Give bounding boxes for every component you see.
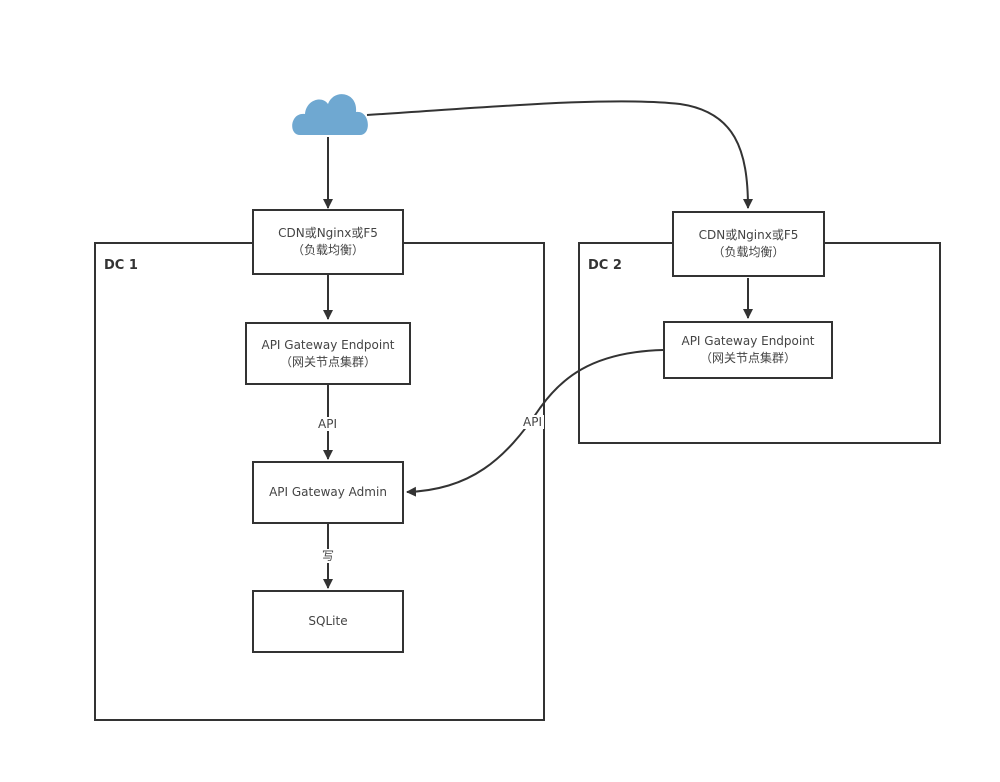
node-title: API Gateway Admin — [269, 485, 387, 499]
dc1-label: DC 1 — [104, 258, 138, 273]
node-title: CDN或Nginx或F5 — [278, 226, 378, 240]
node-subtitle: （网关节点集群） — [699, 351, 796, 365]
dc1-load-balancer-node[interactable]: CDN或Nginx或F5 （负载均衡） — [252, 209, 404, 275]
dc1-admin-node[interactable]: API Gateway Admin — [252, 461, 404, 524]
node-subtitle: （网关节点集群） — [279, 354, 376, 369]
edge-label-write: 写 — [320, 549, 337, 563]
edge-dc2-endpoint-to-admin — [406, 349, 664, 497]
dc1-sqlite-node[interactable]: SQLite — [252, 590, 404, 653]
edge-label-api-cross-dc: API — [521, 415, 544, 429]
node-subtitle: （负载均衡） — [291, 243, 364, 257]
node-title: SQLite — [308, 614, 348, 628]
edge-label-api-dc1: API — [316, 417, 339, 431]
edge-cloud-to-dc2-lb — [366, 100, 753, 209]
node-subtitle: （负载均衡） — [712, 245, 785, 259]
dc2-endpoint-node[interactable]: API Gateway Endpoint （网关节点集群） — [663, 321, 833, 379]
dc1-endpoint-node[interactable]: API Gateway Endpoint （网关节点集群） — [245, 322, 411, 385]
node-title: API Gateway Endpoint — [261, 337, 395, 352]
cloud-icon — [292, 94, 368, 135]
node-title: API Gateway Endpoint — [681, 334, 815, 348]
node-title: CDN或Nginx或F5 — [698, 228, 799, 242]
dc2-label: DC 2 — [588, 258, 622, 273]
dc2-load-balancer-node[interactable]: CDN或Nginx或F5 （负载均衡） — [672, 211, 825, 277]
